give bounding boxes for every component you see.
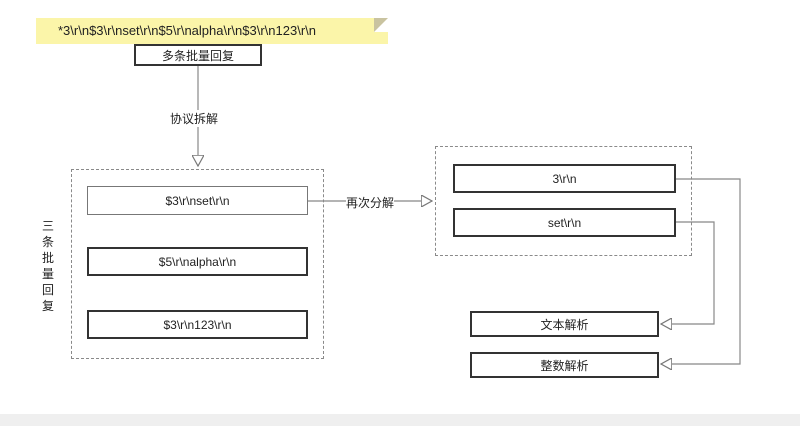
bulk-item-alpha: $5\r\nalpha\r\n [87, 247, 308, 276]
text-parse-label: 文本解析 [540, 317, 589, 332]
part-length-box: 3\r\n [453, 164, 676, 193]
bulk-item-123: $3\r\n123\r\n [87, 310, 308, 339]
part-set-label: set\r\n [547, 215, 582, 230]
three-bulk-replies-label: 三条批量回复 [41, 219, 54, 313]
part-length-label: 3\r\n [552, 171, 577, 186]
three-bulk-replies-group [71, 169, 324, 359]
int-parse-box: 整数解析 [470, 352, 659, 378]
bulk-item-set: $3\r\nset\r\n [87, 186, 308, 215]
command-note-text: *3\r\n$3\r\nset\r\n$5\r\nalpha\r\n$3\r\n… [58, 23, 316, 38]
part-set-box: set\r\n [453, 208, 676, 237]
split-parts-group [435, 146, 692, 256]
command-note: *3\r\n$3\r\nset\r\n$5\r\nalpha\r\n$3\r\n… [36, 18, 388, 44]
multi-bulk-reply-box: 多条批量回复 [134, 44, 262, 66]
edge-resplit-label: 再次分解 [346, 194, 395, 211]
bulk-item-alpha-label: $5\r\nalpha\r\n [158, 254, 237, 269]
bulk-item-set-label: $3\r\nset\r\n [165, 193, 230, 208]
footer-band [0, 414, 800, 426]
note-fold-corner [374, 18, 388, 32]
int-parse-label: 整数解析 [540, 358, 589, 373]
bulk-item-123-label: $3\r\n123\r\n [163, 317, 232, 332]
text-parse-box: 文本解析 [470, 311, 659, 337]
edge-protocol-split-label: 协议拆解 [170, 110, 219, 127]
multi-bulk-reply-label: 多条批量回复 [161, 48, 234, 63]
edge-3-to-int-parse [661, 178, 741, 364]
edge-set-to-text-parse [661, 221, 715, 324]
